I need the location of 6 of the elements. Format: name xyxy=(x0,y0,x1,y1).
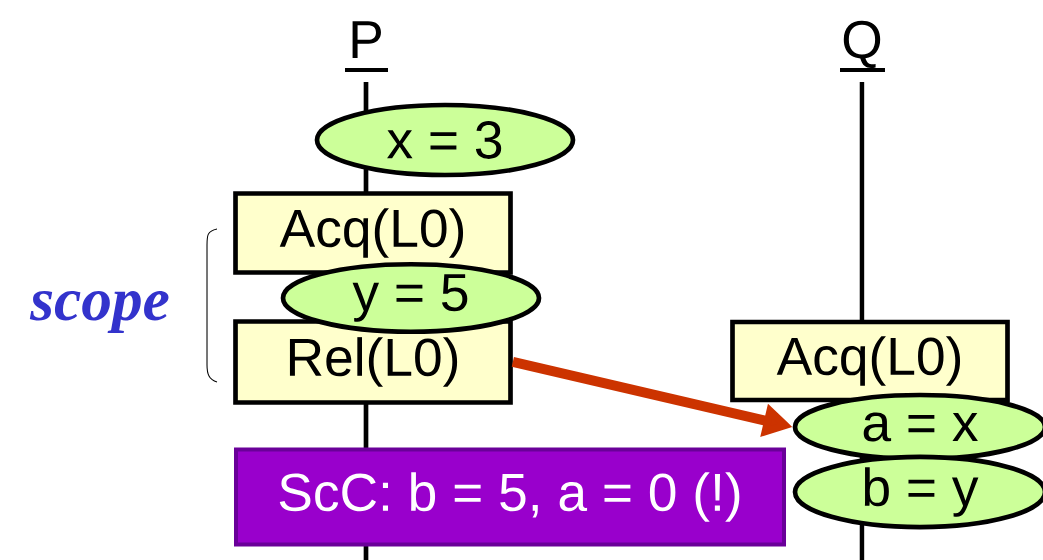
operation-box: Acq(L0) xyxy=(233,191,513,275)
column-heading: P xyxy=(345,21,388,72)
operation-box: Acq(L0) xyxy=(730,319,1010,403)
scope-label: scope xyxy=(29,291,169,333)
result-box: ScC: b = 5, a = 0 (!) xyxy=(234,447,786,547)
column-heading: Q xyxy=(840,20,885,72)
